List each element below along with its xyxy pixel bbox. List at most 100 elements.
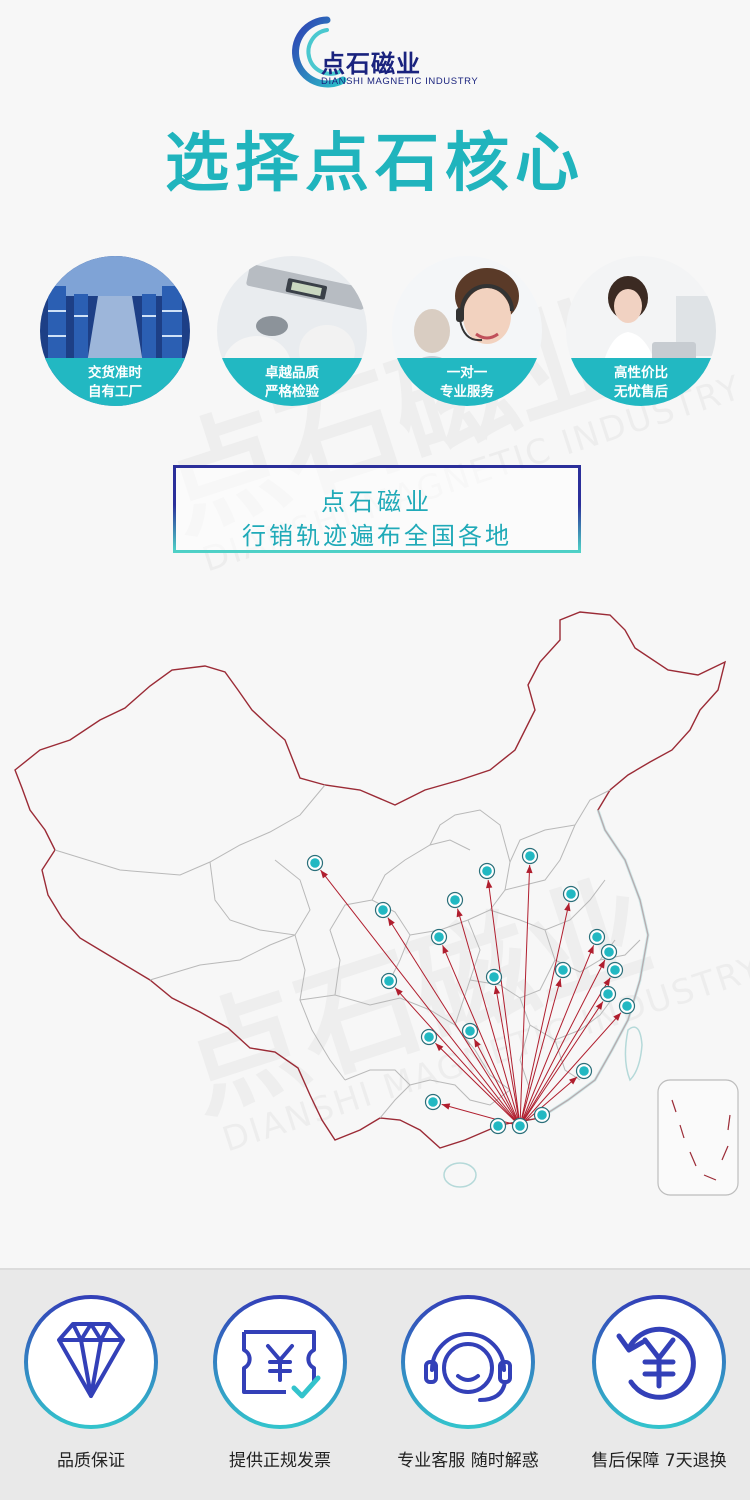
route-line xyxy=(519,945,595,1127)
destination-dot xyxy=(424,1093,442,1111)
route-line xyxy=(320,869,521,1127)
coastline xyxy=(539,809,650,1120)
south-sea-inset xyxy=(657,1079,739,1196)
route-arrowhead xyxy=(395,987,403,996)
route-line xyxy=(519,1001,604,1127)
destination-dot xyxy=(600,943,618,961)
route-line xyxy=(457,908,521,1127)
destination-dot xyxy=(606,961,624,979)
route-arrowhead xyxy=(456,908,463,918)
china-route-map xyxy=(14,611,739,1196)
logo-ring-icon xyxy=(292,16,347,88)
destination-dot xyxy=(511,1117,529,1135)
route-line xyxy=(519,902,570,1127)
route-arrowhead xyxy=(569,1076,578,1085)
service-label: 提供正规发票 xyxy=(229,1451,331,1471)
route-arrowhead xyxy=(320,870,328,879)
route-line xyxy=(473,1038,521,1127)
destination-dot xyxy=(554,961,572,979)
route-layer xyxy=(320,864,622,1127)
yen-return-icon xyxy=(592,1295,726,1429)
diamond-icon xyxy=(24,1295,158,1429)
feature-title: 高性价比 xyxy=(614,365,668,381)
route-line xyxy=(519,1012,622,1127)
route-arrowhead xyxy=(555,978,562,988)
tagline-text: 行销轨迹遍布全国各地 xyxy=(242,522,512,550)
route-line xyxy=(519,1076,578,1127)
service-support: 专业客服 随时解惑 xyxy=(393,1292,543,1471)
brand-logo: 点石磁业 DIANSHI MAGNETIC INDUSTRY xyxy=(283,14,483,90)
destination-dot xyxy=(588,928,606,946)
destination-dot xyxy=(461,1022,479,1040)
route-arrowhead xyxy=(598,960,605,969)
route-line xyxy=(441,1103,521,1127)
tagline-brand: 点石磁业 xyxy=(321,488,433,516)
feature-value: 高性价比 无忧售后 xyxy=(566,256,716,406)
destination-dot xyxy=(599,985,617,1003)
services-panel: 品质保证 提供正规发票 xyxy=(0,1268,750,1500)
logo-name-cn: 点石磁业 xyxy=(321,50,421,78)
feature-band xyxy=(392,358,542,406)
route-line xyxy=(519,977,611,1127)
page-title: 选择点石核心 xyxy=(165,127,585,201)
destination-dot xyxy=(430,928,448,946)
route-line xyxy=(387,917,521,1127)
destination-dot xyxy=(420,1028,438,1046)
service-label: 品质保证 xyxy=(57,1451,125,1471)
tagline-box: 点石磁业 行销轨迹遍布全国各地 xyxy=(173,465,581,553)
service-label: 专业客服 随时解惑 xyxy=(397,1451,539,1471)
provincial-borders xyxy=(54,784,641,1119)
route-arrowhead xyxy=(441,1103,451,1110)
destination-dot xyxy=(306,854,324,872)
route-arrowhead xyxy=(442,945,449,954)
service-quality: 品质保证 xyxy=(16,1292,166,1471)
feature-delivery: 交货准时 自有工厂 xyxy=(40,256,190,406)
destination-dot xyxy=(521,847,539,865)
feature-service: 一对一 专业服务 xyxy=(392,256,542,406)
route-arrowhead xyxy=(493,985,501,995)
destination-dots xyxy=(306,847,636,1135)
route-line xyxy=(519,864,531,1127)
feature-title: 交货准时 xyxy=(88,365,142,381)
route-line xyxy=(487,879,521,1127)
destination-dot xyxy=(380,972,398,990)
customer-service-icon xyxy=(401,1295,535,1429)
route-line xyxy=(519,959,606,1127)
route-line xyxy=(519,978,562,1127)
feature-band xyxy=(40,358,190,406)
route-arrowhead xyxy=(613,1012,622,1021)
route-line xyxy=(435,1042,521,1127)
route-arrowhead xyxy=(587,945,594,954)
destination-dot xyxy=(485,968,503,986)
south-sea-islands xyxy=(671,1099,731,1181)
destination-dot xyxy=(374,901,392,919)
route-arrowhead xyxy=(595,1001,604,1010)
feature-subtitle: 自有工厂 xyxy=(88,384,142,400)
destination-dot xyxy=(478,862,496,880)
route-arrowhead xyxy=(564,902,571,912)
logo-name-en: DIANSHI MAGNETIC INDUSTRY xyxy=(321,76,479,87)
taiwan-island xyxy=(624,1026,643,1082)
feature-subtitle: 无忧售后 xyxy=(614,384,668,400)
feature-title: 卓越品质 xyxy=(265,365,319,381)
invoice-yen-icon xyxy=(213,1295,347,1429)
destination-dot xyxy=(575,1062,593,1080)
route-arrowhead xyxy=(387,917,395,927)
feature-subtitle: 严格检验 xyxy=(265,384,319,400)
destination-dot xyxy=(533,1106,551,1124)
feature-band xyxy=(566,358,716,406)
route-line xyxy=(442,945,521,1127)
destination-dot xyxy=(489,1117,507,1135)
hainan-island xyxy=(443,1162,477,1188)
destination-dot xyxy=(446,891,464,909)
service-aftersale: 售后保障 7天退换 xyxy=(584,1292,734,1471)
destination-dot xyxy=(618,997,636,1015)
route-arrowhead xyxy=(526,864,533,874)
route-line xyxy=(495,985,521,1127)
feature-band xyxy=(217,358,367,406)
feature-quality: 卓越品质 严格检验 xyxy=(217,256,367,406)
route-arrowhead xyxy=(603,977,611,987)
destination-dot xyxy=(562,885,580,903)
route-arrowhead xyxy=(474,1038,481,1048)
feature-subtitle: 专业服务 xyxy=(440,384,494,400)
